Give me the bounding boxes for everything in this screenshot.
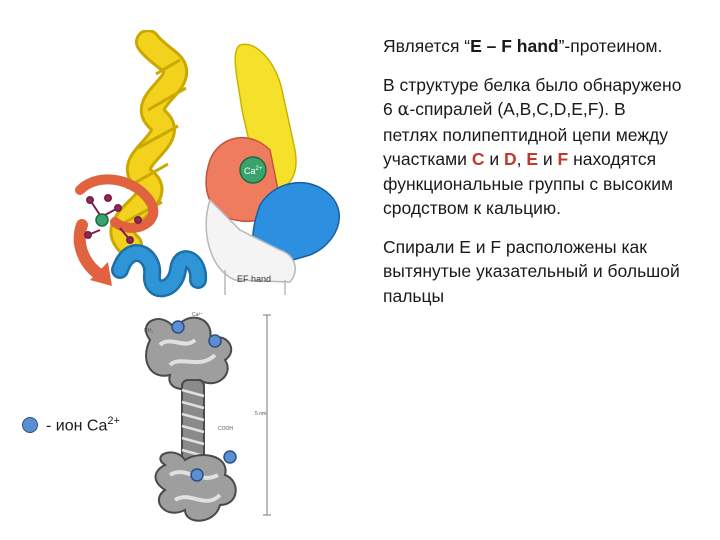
legend-text: - ион Ca (46, 417, 108, 435)
ef-hand-figure: Ca2+ EF hand (60, 29, 360, 300)
scale-bar: 5 nm (255, 314, 271, 516)
region-c: C (471, 149, 485, 169)
cooh-label: COOH (218, 426, 233, 432)
helix-e-yellow (109, 29, 188, 258)
hand-analogy: Ca2+ EF hand (205, 43, 340, 295)
p2-a: В структуре белка было обнаружено 6 (383, 74, 682, 120)
ca-label: Ca (244, 166, 256, 176)
calcium-ion-icon (22, 417, 38, 433)
p1-suffix: ”-протеином. (558, 36, 663, 56)
description-text: Является “E – F hand”-протеином. В струк… (383, 34, 683, 322)
protein-structure-figure: NH₂ Ca²⁺ COOH 5 nm (130, 300, 290, 535)
p2-b: -спиралей (A,B,C,D,E,F). В петлях полипе… (383, 99, 668, 169)
top-lobe (144, 316, 233, 390)
scale-label: 5 nm (255, 411, 266, 417)
bottom-lobe (154, 451, 237, 522)
region-e: E (526, 149, 539, 169)
p2-c: находятся функциональные группы с высоки… (383, 149, 674, 218)
p1-prefix: Является “ (383, 36, 471, 56)
legend-label: - ион Ca2+ (46, 415, 120, 435)
ca-top-label: Ca²⁺ (192, 312, 203, 318)
p2-and2: и (538, 149, 558, 169)
p1-bold: E – F hand (470, 36, 559, 56)
calcium-ion-large (239, 156, 267, 184)
paragraph-helices: Спирали E и F расположены как вытянутые … (383, 236, 680, 306)
paragraph-structure: В структуре белка было обнаружено 6 α-сп… (383, 73, 683, 221)
p2-comma: , (516, 149, 527, 169)
nh2-label: NH₂ (144, 328, 153, 334)
ca-sup: 2+ (256, 166, 263, 172)
region-f: F (557, 149, 569, 169)
helix-f-blue (111, 244, 208, 298)
central-helix (181, 379, 205, 466)
loop-ribbon-orange (73, 174, 159, 286)
alpha-symbol: α (397, 100, 410, 120)
legend: - ион Ca2+ (22, 414, 120, 436)
side-chains (84, 194, 142, 244)
calcium-ion-small (95, 213, 109, 227)
p2-and1: и (484, 149, 504, 169)
ef-hand-label: EF hand (237, 274, 271, 284)
legend-sup: 2+ (107, 414, 120, 427)
paragraph-ef-hand: Является “E – F hand”-протеином. (383, 34, 683, 59)
calcium-ions (171, 320, 237, 482)
region-d: D (503, 149, 517, 169)
svg-text:Ca2+: Ca2+ (244, 166, 263, 176)
